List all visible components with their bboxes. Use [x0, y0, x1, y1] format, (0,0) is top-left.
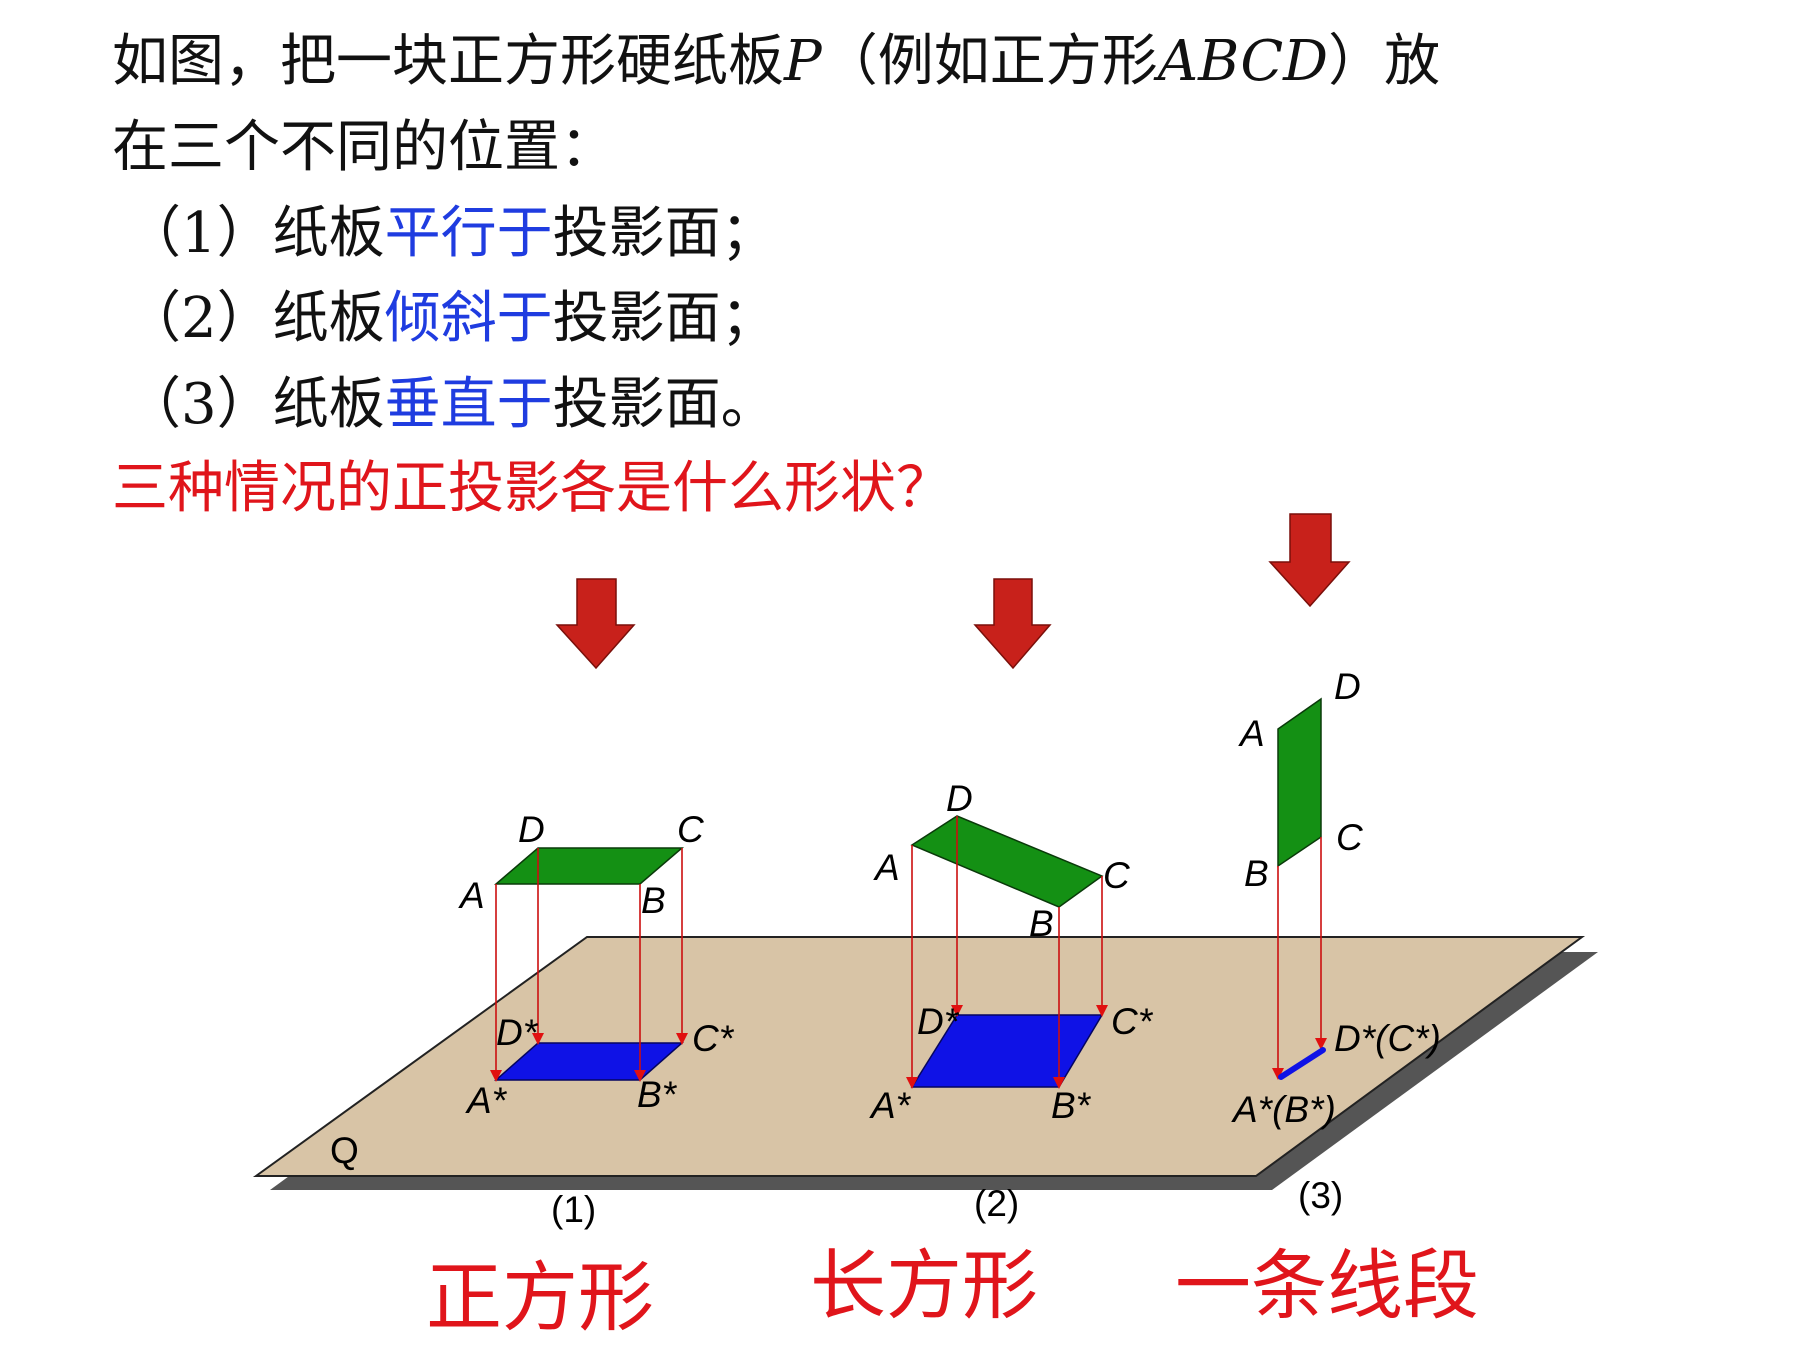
- intro-line-1: 如图，把一块正方形硬纸板P（例如正方形ABCD）放: [112, 34, 1440, 90]
- fig1-caption: (1): [551, 1189, 596, 1230]
- case-3-prefix: （3）纸板: [125, 372, 385, 437]
- fig3-projection-segment: [1278, 1047, 1326, 1080]
- down-arrow-3: [1268, 513, 1351, 608]
- fig1-label-b: B: [641, 880, 666, 921]
- fig2-label-c-star: C*: [1111, 1001, 1154, 1042]
- case-3: （3）纸板垂直于投影面。: [125, 377, 777, 433]
- fig3-label-dc-star: D*(C*): [1334, 1018, 1441, 1059]
- intro-line-1-c: ）放: [1328, 29, 1441, 94]
- intro-square-name: ABCD: [1157, 29, 1329, 94]
- fig1-board: [493, 847, 685, 885]
- intro-var-p: P: [784, 29, 822, 94]
- fig2-label-b-star: B*: [1051, 1085, 1092, 1126]
- fig2-label-d-star: D*: [917, 1001, 960, 1042]
- fig2-label-a: A: [873, 847, 900, 888]
- fig1-label-d: D: [518, 809, 545, 850]
- fig3-label-d: D: [1334, 666, 1361, 707]
- case-2-keyword: 倾斜于: [384, 286, 553, 351]
- answer-3: 一条线段: [1175, 1241, 1479, 1330]
- fig2-caption: (2): [974, 1183, 1019, 1224]
- case-2-prefix: （2）纸板: [125, 286, 385, 351]
- down-arrow-2: [973, 578, 1052, 670]
- intro-line-1-b: （例如正方形: [821, 29, 1158, 94]
- fig3-label-ab-star: A*(B*): [1231, 1089, 1336, 1130]
- fig2-label-d: D: [946, 778, 973, 819]
- down-arrow-1: [555, 578, 636, 670]
- fig1-label-c-star: C*: [692, 1018, 735, 1059]
- fig2-label-b: B: [1029, 903, 1054, 944]
- question: 三种情况的正投影各是什么形状？: [112, 456, 952, 521]
- fig1-label-a: A: [458, 875, 485, 916]
- intro-line-1-a: 如图，把一块正方形硬纸板: [112, 29, 784, 94]
- projection-plane: [252, 936, 1586, 1177]
- fig2-label-a-star: A*: [869, 1085, 912, 1126]
- answer-1: 正方形: [426, 1253, 654, 1342]
- case-1: （1）纸板平行于投影面；: [125, 206, 777, 262]
- fig3-label-b: B: [1244, 853, 1269, 894]
- case-3-keyword: 垂直于: [384, 372, 553, 437]
- fig1-label-b-star: B*: [637, 1074, 678, 1115]
- case-1-suffix: 投影面；: [552, 201, 777, 266]
- fig3-board: [1277, 697, 1322, 868]
- fig1-label-d-star: D*: [496, 1012, 539, 1053]
- intro-line-2: 在三个不同的位置：: [112, 115, 616, 180]
- case-2: （2）纸板倾斜于投影面；: [125, 291, 777, 347]
- answer-2: 长方形: [810, 1241, 1038, 1330]
- fig2-board: [910, 815, 1104, 908]
- fig1-label-c: C: [677, 809, 704, 850]
- case-1-prefix: （1）纸板: [125, 201, 385, 266]
- plane-label: Q: [330, 1130, 359, 1171]
- fig2-label-c: C: [1103, 855, 1130, 896]
- case-2-suffix: 投影面；: [552, 286, 777, 351]
- case-3-suffix: 投影面。: [552, 372, 777, 437]
- fig3-label-a: A: [1238, 713, 1265, 754]
- fig3-caption: (3): [1298, 1175, 1343, 1216]
- fig1-label-a-star: A*: [465, 1080, 508, 1121]
- case-1-keyword: 平行于: [384, 201, 553, 266]
- fig3-label-c: C: [1336, 817, 1363, 858]
